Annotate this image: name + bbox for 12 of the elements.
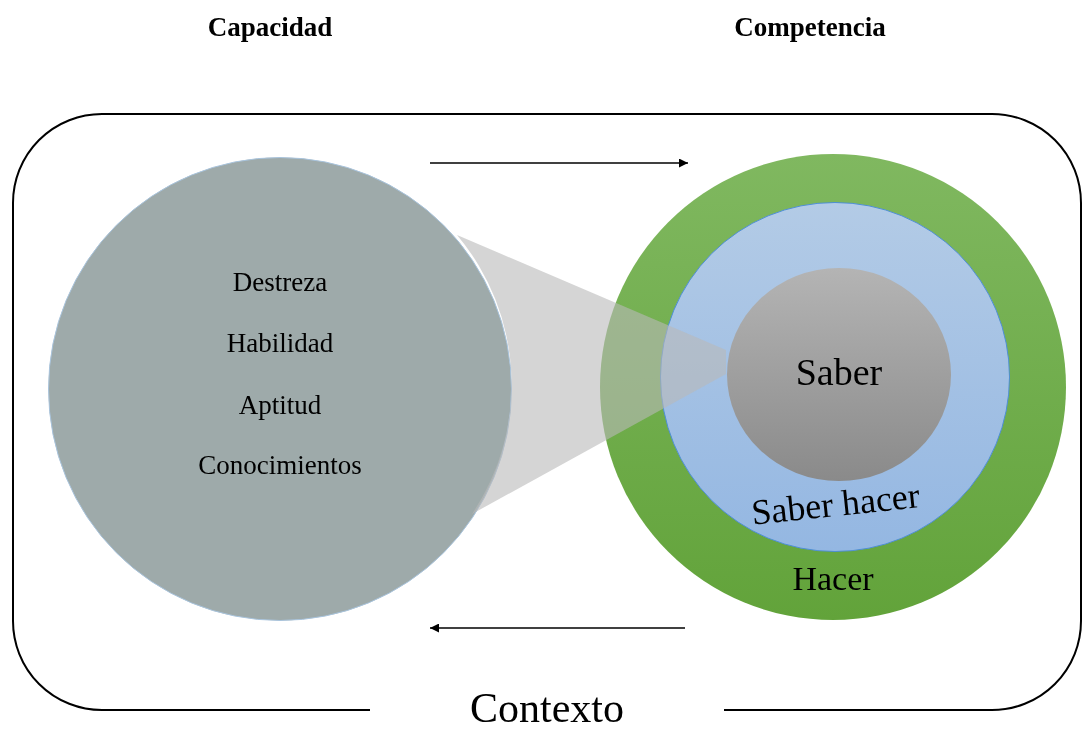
list-item: Conocimientos <box>198 451 362 481</box>
column-heading: Capacidad <box>207 12 333 43</box>
list-item: Aptitud <box>238 391 322 421</box>
circle-label: Saber <box>795 352 883 394</box>
funnel-shape <box>457 235 726 514</box>
list-item: Habilidad <box>226 329 334 359</box>
column-heading: Competencia <box>734 12 886 43</box>
arrow <box>429 623 686 633</box>
ring-label: Saber hacer <box>748 476 922 534</box>
arrow <box>429 158 689 168</box>
list-item: Destreza <box>232 268 328 298</box>
ring-label: Hacer <box>792 560 874 598</box>
